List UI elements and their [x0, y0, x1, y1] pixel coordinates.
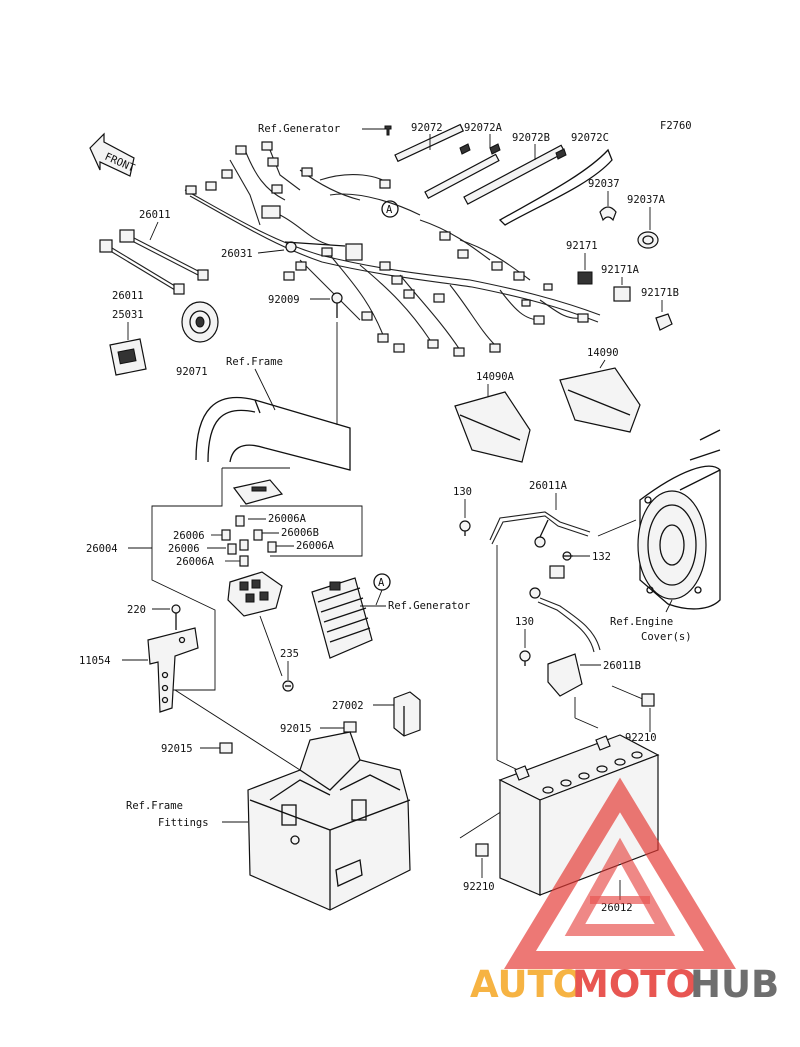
- callout-92009: 92009: [268, 294, 300, 306]
- screw-235: [282, 680, 294, 692]
- relay-25031: [109, 338, 147, 376]
- callout-26006-2: 26006: [168, 543, 200, 555]
- main-wire-harness: [184, 141, 601, 357]
- screw-92009: [331, 292, 343, 318]
- svg-text:A: A: [386, 204, 393, 216]
- nut-92210-bottom: [475, 843, 489, 857]
- marker-a-top: A: [381, 200, 399, 218]
- clamp-92037: [599, 206, 617, 222]
- callout-92071: 92071: [176, 366, 208, 378]
- bolt-132: [562, 551, 573, 561]
- fuse-box-body: [227, 571, 283, 617]
- callout-92072b: 92072B: [512, 132, 550, 144]
- marker-a-mid: A: [373, 573, 391, 591]
- clip-92171: [577, 271, 593, 285]
- ref-generator-mid-label: Ref.Generator: [388, 600, 470, 612]
- watermark-logo: AUTO MOTO HUB: [470, 777, 779, 1006]
- cover-14090a: [454, 391, 531, 463]
- callout-26011a: 26011A: [529, 480, 568, 492]
- callout-92171b: 92171B: [641, 287, 679, 299]
- callout-26006a-2: 26006A: [296, 540, 335, 552]
- callout-130-top: 130: [453, 486, 472, 498]
- watermark-hub: HUB: [690, 963, 779, 1006]
- callout-92171a: 92171A: [601, 264, 640, 276]
- watermark-moto: MOTO: [572, 963, 697, 1006]
- clip-92171b: [655, 313, 673, 331]
- callout-26006b: 26006B: [281, 527, 319, 539]
- ref-engine-cover-label-1: Ref.Engine: [610, 616, 673, 628]
- ref-frame-fittings-label-1: Ref.Frame: [126, 800, 183, 812]
- callout-26011-bottom: 26011: [112, 290, 144, 302]
- engine-cover: [637, 429, 721, 610]
- callout-26004: 26004: [86, 543, 118, 555]
- nut-92015-right: [343, 721, 357, 733]
- callout-130-bottom: 130: [515, 616, 534, 628]
- fuses: [221, 515, 277, 567]
- callout-26012: 26012: [601, 902, 633, 914]
- svg-text:A: A: [378, 577, 385, 589]
- callout-25031: 25031: [112, 309, 144, 321]
- callout-92072: 92072: [411, 122, 443, 134]
- clip-92171a: [613, 286, 631, 302]
- callout-92210-right: 92210: [625, 732, 657, 744]
- relay-27002: [393, 691, 421, 737]
- callout-26006a-1: 26006A: [268, 513, 307, 525]
- ref-generator-top-label: Ref.Generator: [258, 123, 340, 135]
- callout-26011-top: 26011: [139, 209, 171, 221]
- battery-case: [247, 731, 411, 911]
- grommet-disc: [181, 301, 219, 343]
- ref-engine-cover-label-2: Cover(s): [641, 631, 692, 643]
- callout-92072a: 92072A: [464, 122, 503, 134]
- cable-26011b: [529, 565, 601, 697]
- lead-wire-26011-upper: [119, 229, 209, 281]
- fuse-box-cover: [232, 479, 284, 505]
- callout-92171: 92171: [566, 240, 598, 252]
- callout-26006-1: 26006: [173, 530, 205, 542]
- regulator: [311, 577, 373, 659]
- callout-220: 220: [127, 604, 146, 616]
- callout-11054: 11054: [79, 655, 111, 667]
- watermark-triangle-icon: [504, 777, 736, 969]
- frame-tube: [195, 396, 351, 471]
- bolt-220: [171, 604, 181, 630]
- callout-26031: 26031: [221, 248, 253, 260]
- cable-26011a: [489, 511, 591, 548]
- callout-26011b: 26011B: [603, 660, 641, 672]
- front-arrow-icon: FRONT: [89, 132, 137, 177]
- ref-frame-fittings-label-2: Fittings: [158, 817, 209, 829]
- callout-92015-left: 92015: [161, 743, 193, 755]
- callout-14090a: 14090A: [476, 371, 515, 383]
- callout-235: 235: [280, 648, 299, 660]
- grommet-92037a: [637, 231, 659, 249]
- callout-27002: 27002: [332, 700, 364, 712]
- figure-code: F2760: [660, 120, 692, 132]
- watermark-auto: AUTO: [470, 963, 584, 1006]
- callout-92037a: 92037A: [627, 194, 666, 206]
- bolt-130-top: [459, 520, 471, 536]
- bracket-11054: [147, 627, 199, 713]
- cable-ties: [394, 123, 613, 226]
- callout-14090: 14090: [587, 347, 619, 359]
- callout-92015-right: 92015: [280, 723, 312, 735]
- ref-frame-top-label: Ref.Frame: [226, 356, 283, 368]
- nut-92015-left: [219, 742, 233, 754]
- callout-26006a-3: 26006A: [176, 556, 215, 568]
- bolt-icon: [384, 125, 392, 136]
- callout-92037: 92037: [588, 178, 620, 190]
- cover-14090: [559, 367, 641, 433]
- nut-92210-right: [641, 693, 655, 707]
- callout-92210-bottom: 92210: [463, 881, 495, 893]
- callout-132: 132: [592, 551, 611, 563]
- lead-wire-26011-lower: [99, 239, 185, 295]
- callout-92072c: 92072C: [571, 132, 609, 144]
- bolt-130-bottom: [519, 650, 531, 666]
